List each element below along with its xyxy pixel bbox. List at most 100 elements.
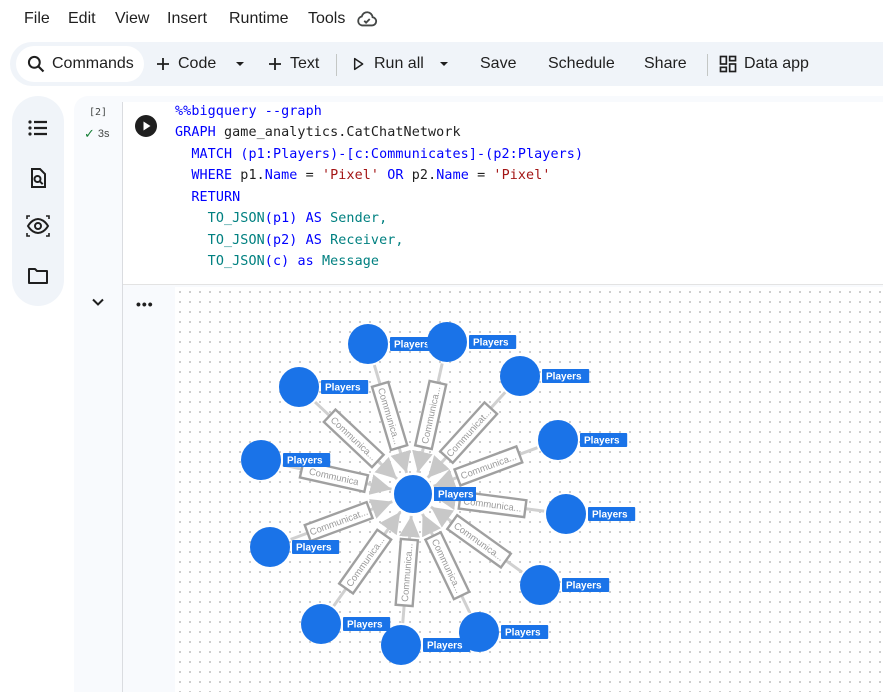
graph-node[interactable]: Players (459, 612, 549, 652)
code-token: TO_JSON (207, 211, 265, 226)
graph-node-label-box[interactable] (580, 433, 628, 447)
graph-node-label[interactable]: Players (546, 372, 582, 383)
toolbar: Commands Code Text Run all Save Schedule… (10, 42, 883, 86)
graph-edge-label: Communica... (445, 513, 513, 570)
menu-runtime[interactable]: Runtime (229, 10, 289, 27)
graph-node-circle[interactable] (546, 494, 586, 534)
graph-node-label[interactable]: Players (505, 628, 541, 639)
graph-node-circle[interactable] (500, 356, 540, 396)
code-token: TO_JSON (207, 254, 265, 269)
schedule-button[interactable]: Schedule (548, 46, 615, 82)
code-token: GRAPH (175, 125, 216, 140)
caret-down-icon (236, 62, 244, 66)
commands-button[interactable]: Commands (16, 46, 144, 82)
share-button[interactable]: Share (644, 46, 687, 82)
graph-node-label[interactable]: Players (325, 383, 361, 394)
graph-node[interactable]: Players (546, 494, 636, 534)
graph-node-label[interactable]: Players (427, 641, 463, 652)
graph-node-label[interactable]: Players (592, 510, 628, 521)
graph-node-center[interactable]: Players (392, 473, 476, 515)
folder-icon[interactable] (26, 264, 50, 288)
graph-node-circle[interactable] (381, 625, 421, 665)
graph-node-label[interactable]: Players (584, 436, 620, 447)
graph-node[interactable]: Players (279, 367, 369, 407)
graph-node-circle[interactable] (392, 473, 434, 515)
graph-node[interactable]: Players (538, 420, 628, 460)
graph-node-label[interactable]: Players (296, 543, 332, 554)
run-cell-button[interactable] (134, 114, 158, 138)
execution-duration: 3s (97, 128, 110, 140)
menu-tools[interactable]: Tools (308, 10, 346, 27)
graph-edge-label: Communica... (370, 380, 409, 452)
edge-label-box (322, 407, 386, 469)
graph-node[interactable]: Players (500, 356, 590, 396)
menu-insert[interactable]: Insert (167, 10, 208, 27)
graph-node-label[interactable]: Players () (394, 340, 439, 351)
plus-icon (269, 58, 281, 70)
code-token: Sender, (321, 211, 388, 226)
code-line-1: %%bigquery --graph (175, 104, 322, 119)
code-editor[interactable] (123, 102, 883, 284)
data-app-button[interactable]: Data app (718, 46, 809, 82)
code-dropdown-button[interactable] (232, 46, 248, 82)
graph-node-circle[interactable] (427, 322, 467, 362)
code-token: Name (436, 168, 469, 183)
graph-node[interactable]: Players (381, 625, 471, 665)
graph-node[interactable]: Players (520, 565, 610, 605)
graph-node[interactable]: Players (250, 527, 340, 567)
add-text-button[interactable]: Text (266, 46, 319, 82)
edge-label-box (413, 379, 448, 451)
graph-edge-label: Communicat... (303, 500, 375, 543)
run-all-button[interactable]: Run all (350, 46, 424, 82)
graph-node-label-box[interactable] (469, 335, 517, 349)
add-code-button[interactable]: Code (154, 46, 216, 82)
edge-label-box (337, 528, 393, 596)
code-token: AS (305, 233, 322, 248)
find-icon[interactable] (26, 166, 50, 190)
save-button[interactable]: Save (480, 46, 516, 82)
code-line-2: GRAPH game_analytics.CatChatNetwork (175, 125, 461, 140)
edge-label-box (303, 500, 375, 543)
graph-node-circle[interactable] (348, 324, 388, 364)
code-line-4: WHERE p1.Name = 'Pixel' OR p2.Name = 'Pi… (175, 168, 551, 183)
graph-node-circle[interactable] (241, 440, 281, 480)
cloud-sync-icon[interactable] (356, 8, 378, 30)
graph-node[interactable]: Players (427, 322, 517, 362)
variables-icon[interactable] (26, 214, 50, 238)
graph-node-label-box[interactable] (423, 638, 471, 652)
menu-view[interactable]: View (115, 10, 150, 27)
graph-node-label-box[interactable] (501, 625, 549, 639)
graph-node-label-box[interactable] (434, 487, 476, 501)
graph-node[interactable]: Players (301, 604, 391, 644)
graph-node-label[interactable]: Players (566, 581, 602, 592)
graph-node-circle[interactable] (538, 420, 578, 460)
run-all-dropdown-button[interactable] (436, 46, 452, 82)
graph-node-label-box[interactable] (542, 369, 590, 383)
graph-node-circle[interactable] (279, 367, 319, 407)
graph-node-circle[interactable] (520, 565, 560, 605)
output-divider (123, 284, 883, 285)
graph-node-label-box[interactable] (292, 540, 340, 554)
graph-node-circle[interactable] (301, 604, 341, 644)
graph-node-label-box[interactable] (343, 617, 391, 631)
graph-node-label[interactable]: Players (438, 490, 474, 501)
graph-node-label-box[interactable] (562, 578, 610, 592)
graph-nodes[interactable]: Players ()PlayersPlayersPlayersPlayersPl… (241, 322, 636, 665)
graph-node-label-box[interactable] (321, 380, 369, 394)
data-app-label: Data app (744, 55, 809, 72)
graph-node[interactable]: Players (241, 440, 331, 480)
menu-file[interactable]: File (24, 10, 50, 27)
graph-node-label[interactable]: Players (287, 456, 323, 467)
table-of-contents-icon[interactable] (26, 116, 50, 140)
output-more-button[interactable]: ••• (136, 296, 154, 312)
play-icon (353, 57, 364, 71)
code-token: as (297, 254, 314, 269)
graph-node-label-box[interactable] (588, 507, 636, 521)
graph-visualization[interactable]: Communica...Communica...Communicat...Com… (175, 287, 883, 692)
chevron-down-icon[interactable] (88, 292, 108, 312)
menu-edit[interactable]: Edit (68, 10, 96, 27)
graph-node-label[interactable]: Players (347, 620, 383, 631)
graph-node-label-box[interactable] (283, 453, 331, 467)
graph-node-circle[interactable] (250, 527, 290, 567)
graph-node-label[interactable]: Players (473, 338, 509, 349)
